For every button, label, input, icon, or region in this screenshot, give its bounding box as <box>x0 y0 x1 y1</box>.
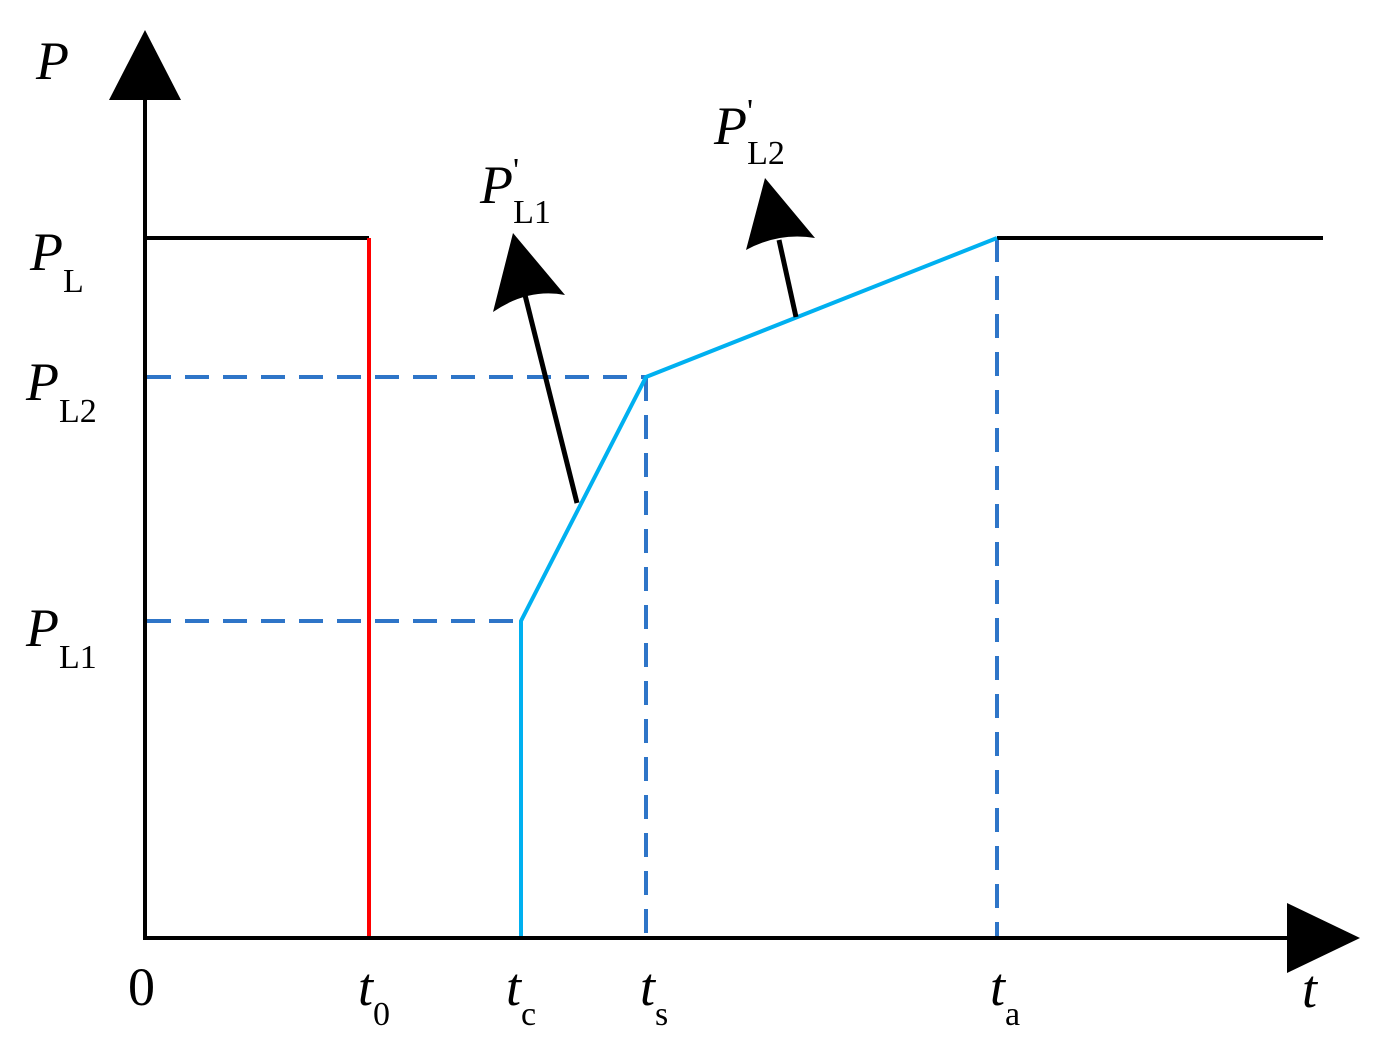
x-label-ts: ts <box>640 957 668 1032</box>
x-label-ts-sub: s <box>655 996 669 1033</box>
x-label-t0: t0 <box>358 957 390 1032</box>
x-label-ta: ta <box>990 957 1020 1032</box>
x-label-tc: tc <box>506 957 536 1032</box>
x-label-ts-base: t <box>640 957 656 1017</box>
x-axis-symbol: t <box>1302 959 1318 1019</box>
y-label-pl1-base: P <box>26 598 59 658</box>
y-axis-arrowhead <box>109 30 181 100</box>
x-label-tc-base: t <box>506 957 522 1017</box>
callout-label-pl1: P' L1 <box>480 154 557 230</box>
callout-arrow-pl1-head <box>493 233 565 312</box>
y-label-pl: PL <box>30 222 84 299</box>
callout-label-pl2-sub: L2 <box>747 135 785 172</box>
y-label-pl1-sub: L1 <box>59 639 97 676</box>
y-label-pl2: PL2 <box>26 352 97 429</box>
y-label-pl1: PL1 <box>26 598 97 675</box>
callout-label-pl1-base: P <box>480 155 513 215</box>
callout-label-pl2-base: P <box>714 96 747 156</box>
callout-arrow-pl1-shaft <box>522 294 580 504</box>
x-label-t0-base: t <box>358 957 374 1017</box>
x-label-ta-base: t <box>990 957 1006 1017</box>
x-label-ta-sub: a <box>1005 996 1021 1033</box>
origin-label: 0 <box>128 957 155 1017</box>
y-label-pl2-base: P <box>26 352 59 412</box>
callout-label-pl2-prime: ' <box>747 93 754 130</box>
y-label-pl2-sub: L2 <box>59 393 97 430</box>
callout-label-pl1-prime: ' <box>513 152 520 189</box>
x-label-tc-sub: c <box>521 996 537 1033</box>
y-label-pl-base: P <box>30 222 63 282</box>
x-label-t0-sub: 0 <box>373 996 391 1033</box>
callout-arrow-pl2-shaft <box>776 239 799 318</box>
callout-label-pl1-sub: L1 <box>513 194 551 231</box>
recovery-curve <box>519 236 998 938</box>
y-axis-symbol: P <box>36 31 69 91</box>
callout-arrow-pl2-head <box>746 178 815 250</box>
y-label-pl-sub: L <box>63 263 84 300</box>
x-axis-arrowhead <box>1287 903 1360 973</box>
callout-label-pl2: P' L2 <box>714 95 791 171</box>
outage-segment <box>367 238 521 940</box>
